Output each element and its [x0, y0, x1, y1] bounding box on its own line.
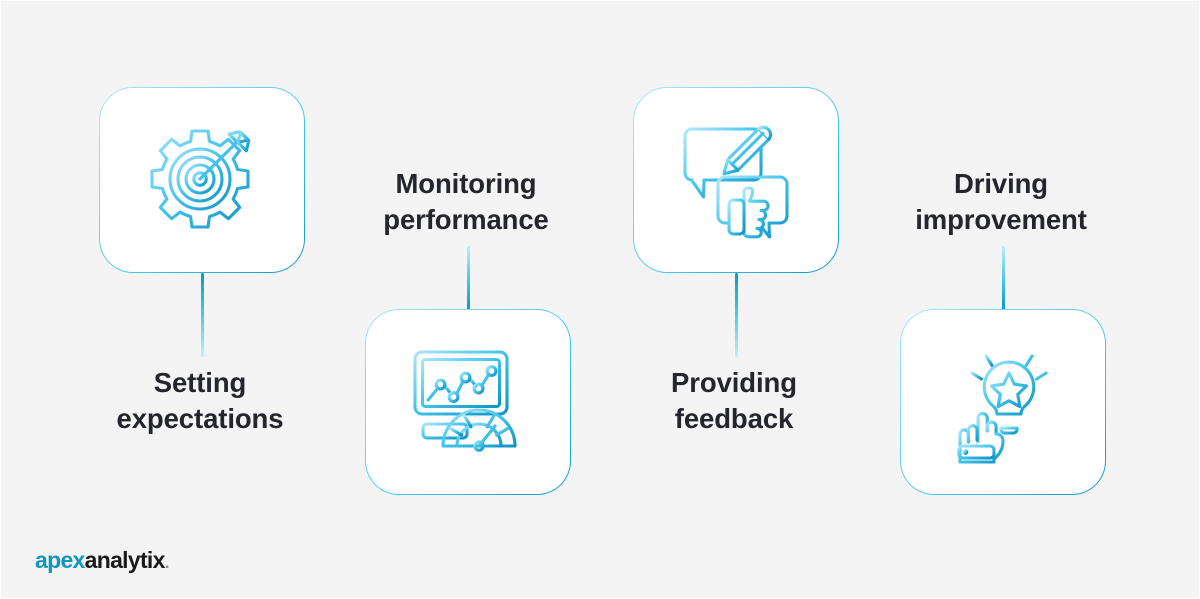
connector-line-driving-improvement	[1002, 246, 1005, 310]
speech-bubbles-pencil-thumbsup-icon	[671, 118, 801, 242]
icon-card-driving-improvement	[900, 309, 1106, 495]
icon-card-monitoring-performance	[365, 309, 571, 495]
logo-trademark-mark: .	[164, 553, 170, 572]
connector-line-monitoring-performance	[467, 246, 470, 310]
logo-apex-text: apex	[35, 547, 85, 573]
gear-target-arrow-icon	[137, 118, 267, 242]
logo-analytix-text: analytix	[84, 547, 166, 573]
step-label-driving-improvement: Driving improvement	[915, 168, 1087, 236]
icon-card-providing-feedback	[633, 87, 839, 273]
step-label-setting-expectations: Setting expectations	[116, 367, 284, 435]
icon-card-setting-expectations	[99, 87, 305, 273]
step-label-providing-feedback: Providing feedback	[671, 367, 797, 435]
lightbulb-star-hand-icon	[938, 340, 1068, 464]
step-label-monitoring-performance: Monitoring performance	[383, 168, 549, 236]
connector-line-setting-expectations	[201, 273, 204, 357]
apexanalytix-logo: apexanalytix.	[35, 549, 169, 572]
connector-line-providing-feedback	[735, 273, 738, 357]
monitor-chart-gauge-icon	[403, 340, 533, 464]
